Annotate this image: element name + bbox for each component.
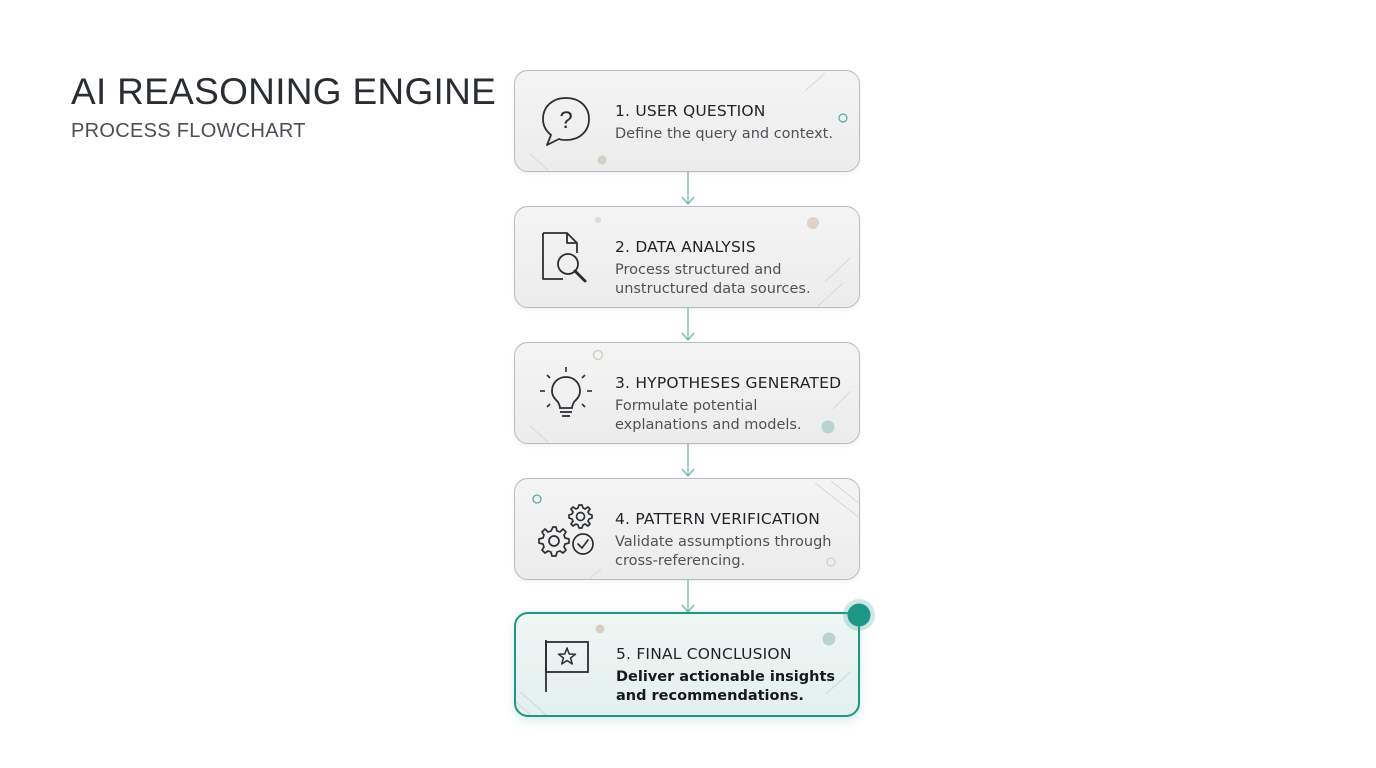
step-description: Process structured and unstructured data… [615,262,811,297]
step-pattern-verification: 4. PATTERN VERIFICATION Validate assumpt… [514,478,860,580]
gears-check-icon [538,504,594,557]
svg-text:?: ? [559,107,572,134]
page-title: AI REASONING ENGINE [71,71,497,112]
flow-arrow [681,308,695,342]
step-label: 3. HYPOTHESES GENERATED [615,374,842,392]
step-description: Define the query and context. [615,126,833,142]
step-decoration [516,624,851,715]
speech-bubble-question-icon: ? [542,97,590,146]
step-decoration [528,349,852,443]
page-subtitle: PROCESS FLOWCHART [71,120,306,142]
step-description: Deliver actionable insights and recommen… [616,669,836,704]
step-final-conclusion: 5. FINAL CONCLUSION Deliver actionable i… [514,612,860,717]
step-label: 2. DATA ANALYSIS [615,238,756,256]
document-magnifier-icon [542,232,587,283]
lightbulb-icon [540,367,592,417]
step-label: 4. PATTERN VERIFICATION [615,510,821,528]
step-decoration [595,217,852,307]
step-description: Validate assumptions through cross-refer… [615,534,832,569]
step-label: 1. USER QUESTION [615,102,766,120]
step-data-analysis: 2. DATA ANALYSIS Process structured and … [514,206,860,308]
accent-dot [843,599,875,631]
step-user-question: ? 1. USER QUESTION Define the query and … [514,70,860,172]
step-decoration [528,72,848,171]
step-decoration [532,480,859,579]
step-hypotheses-generated: 3. HYPOTHESES GENERATED Formulate potent… [514,342,860,444]
title-block: AI REASONING ENGINE PROCESS FLOWCHART [71,70,496,144]
step-description: Formulate potential explanations and mod… [615,398,802,433]
flag-star-icon [545,640,589,692]
flow-arrow [681,580,695,614]
flow-arrow [681,444,695,478]
step-label: 5. FINAL CONCLUSION [616,645,792,663]
flow-arrow [681,172,695,206]
